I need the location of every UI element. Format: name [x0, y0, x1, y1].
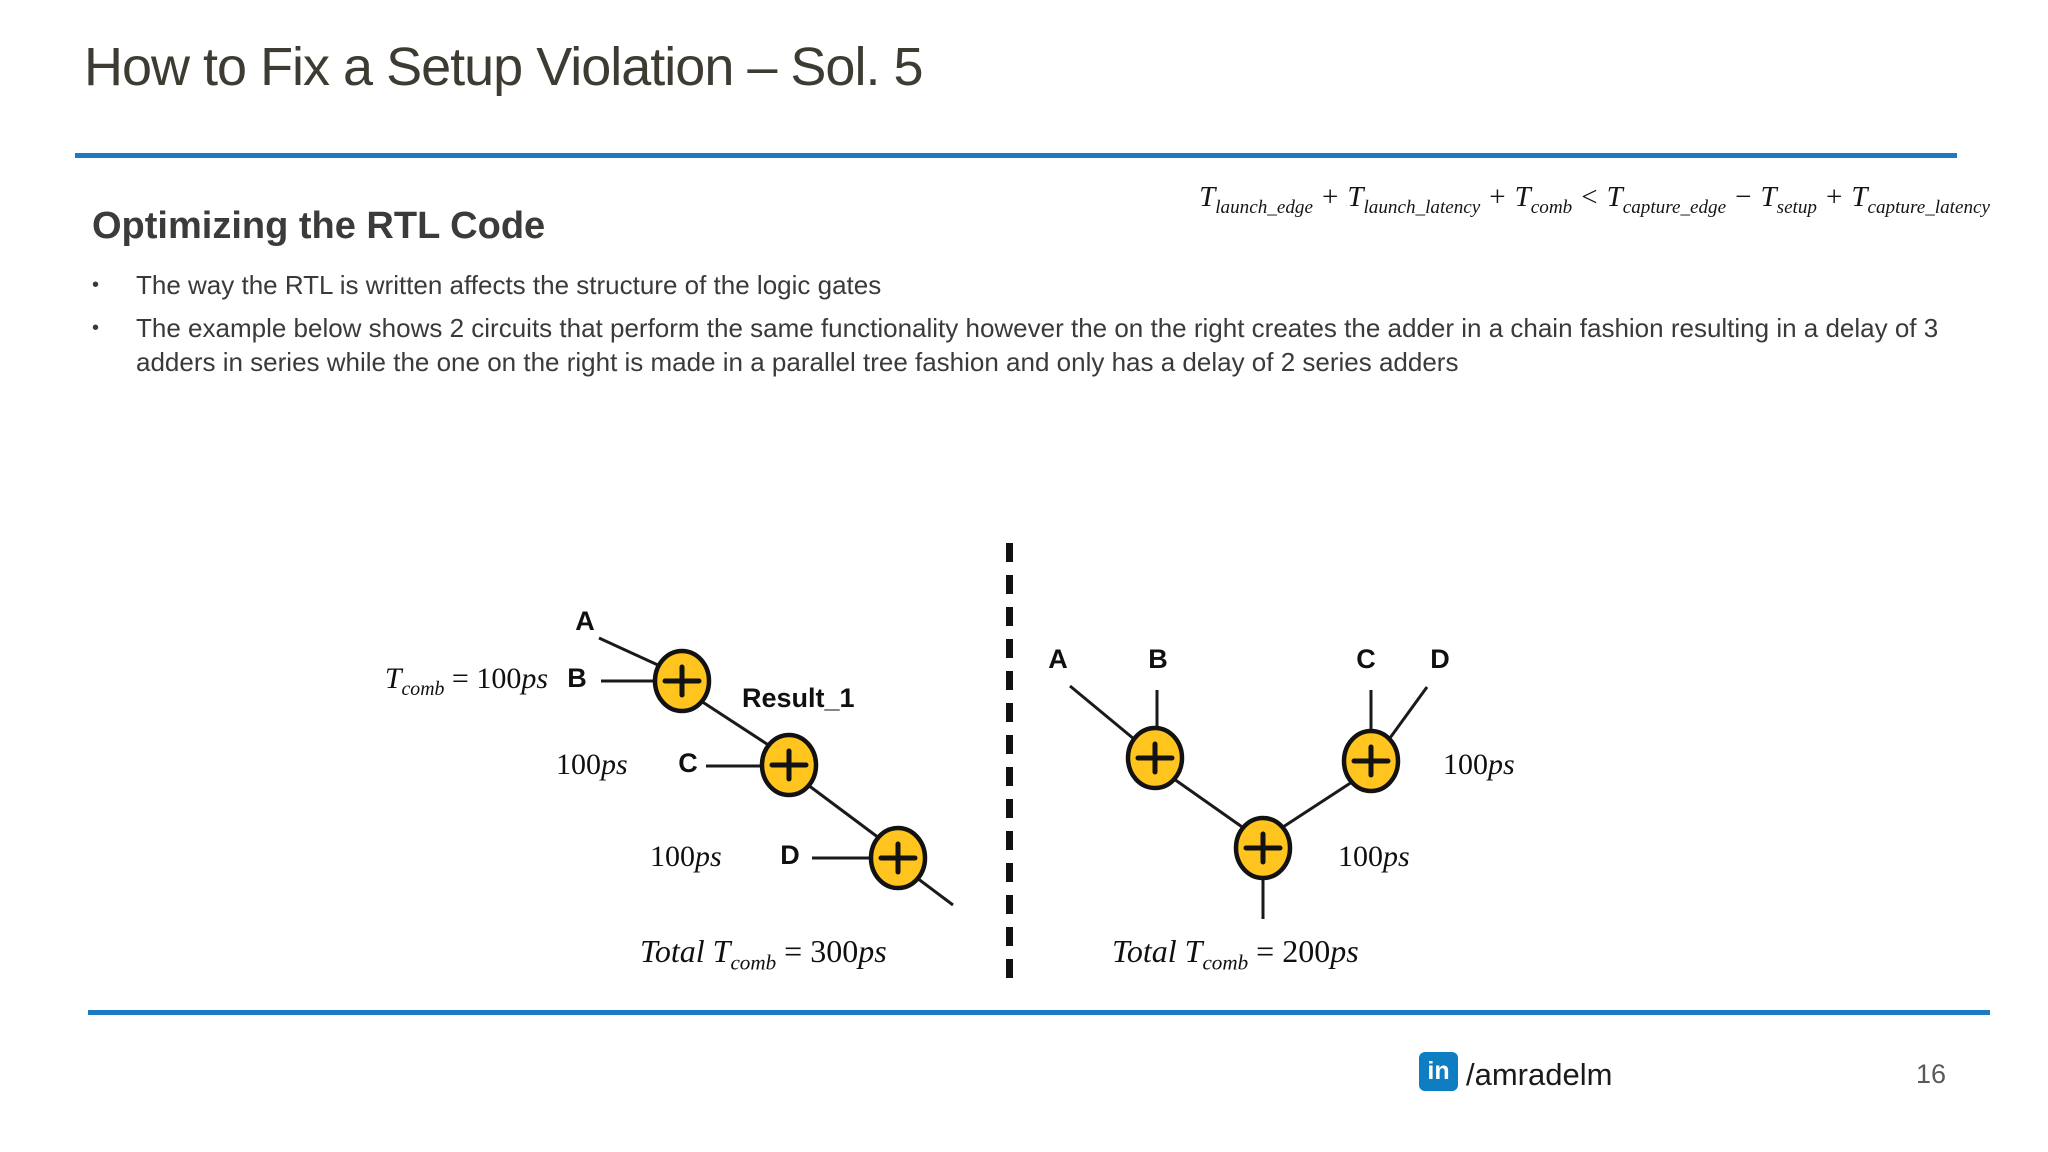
formula-term-capture-latency: Tcapture_latency — [1851, 181, 1990, 218]
slide-title: How to Fix a Setup Violation – Sol. 5 — [84, 37, 923, 97]
wire-right-adder2-adder3 — [1282, 780, 1353, 829]
footer-divider-line — [88, 1010, 1990, 1015]
bullet-text: The way the RTL is written affects the s… — [136, 270, 882, 300]
formula-operator-minus: − — [1735, 181, 1752, 213]
timing-constraint-formula: Tlaunch_edge+Tlaunch_latency+Tcomb<Tcapt… — [1199, 181, 1990, 218]
right-delay-top-label: 100ps — [1443, 748, 1515, 781]
wire-left-output — [916, 876, 954, 907]
linkedin-icon: in — [1419, 1052, 1458, 1091]
right-delay-bottom-label: 100ps — [1338, 840, 1410, 873]
bullet-list: • The way the RTL is written affects the… — [92, 268, 1940, 388]
bullet-item: • The example below shows 2 circuits tha… — [92, 311, 1940, 379]
left-tcomb-label: Tcomb = 100ps — [384, 662, 548, 700]
bullet-marker: • — [92, 317, 100, 339]
right-total-label: Total Tcomb = 200ps — [1112, 933, 1359, 975]
bullet-item: • The way the RTL is written affects the… — [92, 268, 1940, 302]
formula-term-comb: Tcomb — [1514, 181, 1573, 218]
section-heading: Optimizing the RTL Code — [92, 205, 546, 247]
adder-node-right-3 — [1233, 815, 1293, 881]
right-input-a-label: A — [1048, 644, 1068, 674]
adder-node-left-2 — [759, 732, 819, 798]
right-input-b-label: B — [1148, 644, 1168, 674]
formula-operator: + — [1826, 181, 1843, 213]
formula-operator: + — [1321, 181, 1339, 213]
formula-term-capture-edge: Tcapture_edge — [1606, 181, 1727, 218]
formula-term-launch-latency: Tlaunch_latency — [1347, 181, 1481, 218]
formula-term-setup: Tsetup — [1760, 181, 1817, 218]
wire-left-adder2-adder3 — [807, 783, 880, 840]
adder-node-right-1 — [1125, 725, 1185, 791]
right-input-d-label: D — [1430, 644, 1450, 674]
adder-node-left-1 — [652, 648, 712, 714]
adder-node-left-3 — [868, 825, 928, 891]
title-divider-line — [75, 153, 1957, 158]
right-input-c-label: C — [1356, 644, 1376, 674]
wire-left-a — [598, 636, 661, 668]
wire-right-adder1-adder3 — [1173, 777, 1246, 831]
linkedin-handle: /amradelm — [1466, 1057, 1613, 1092]
left-delay-c-label: 100ps — [556, 748, 628, 781]
left-input-a-label: A — [575, 606, 595, 636]
left-input-d-label: D — [780, 840, 800, 870]
left-input-c-label: C — [678, 748, 698, 778]
bullet-text: The example below shows 2 circuits that … — [136, 313, 1939, 377]
adder-node-right-2 — [1341, 728, 1401, 794]
page-number: 16 — [1915, 1059, 1946, 1089]
formula-operator-less-than: < — [1581, 181, 1598, 213]
wire-right-a — [1069, 684, 1135, 741]
bullet-marker: • — [92, 274, 100, 296]
wire-right-d — [1388, 686, 1429, 739]
left-input-b-label: B — [567, 663, 587, 693]
formula-operator: + — [1489, 181, 1506, 213]
formula-term-launch-edge: Tlaunch_edge — [1199, 181, 1313, 218]
left-total-label: Total Tcomb = 300ps — [640, 933, 887, 975]
left-delay-d-label: 100ps — [650, 840, 722, 873]
result-1-label: Result_1 — [742, 683, 855, 713]
